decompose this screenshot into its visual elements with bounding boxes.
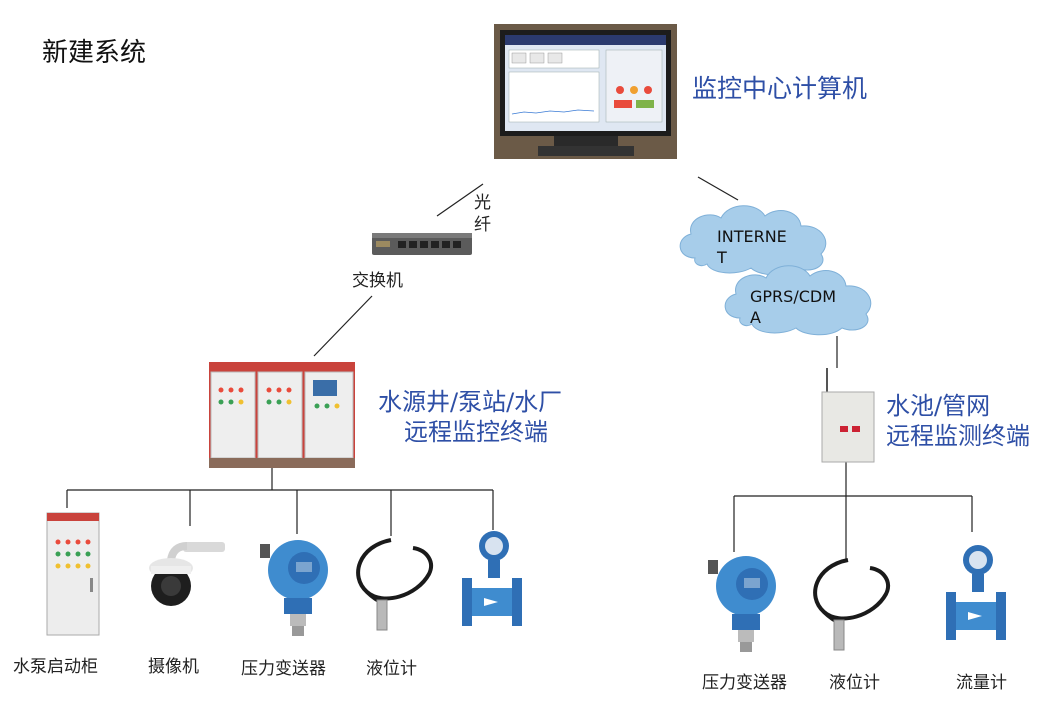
control-cabinet-icon bbox=[209, 362, 355, 468]
level-gauge-left bbox=[347, 536, 437, 634]
pool-terminal-box bbox=[820, 366, 876, 464]
pressure-transmitter-left bbox=[258, 534, 334, 640]
pressure-transmitter-icon bbox=[708, 556, 776, 652]
rtu-box-icon bbox=[821, 368, 875, 463]
internet-cloud bbox=[673, 198, 838, 276]
monitor-icon bbox=[494, 24, 677, 159]
device-label-level-right: 液位计 bbox=[829, 673, 880, 693]
device-label-pressure-left: 压力变送器 bbox=[241, 659, 326, 679]
pressure-transmitter-right bbox=[706, 550, 782, 656]
device-label-level-left: 液位计 bbox=[366, 659, 417, 679]
gprs-label: GPRS/CDM A bbox=[750, 287, 837, 327]
flow-meter-icon bbox=[462, 531, 522, 626]
switch-label: 交换机 bbox=[352, 271, 403, 291]
fiber-link-line bbox=[436, 183, 484, 217]
fiber-label: 光 纤 bbox=[474, 193, 491, 235]
monitor-computer bbox=[494, 24, 677, 159]
well-terminal-cabinets bbox=[209, 362, 355, 468]
flow-meter-icon bbox=[946, 545, 1006, 640]
network-switch bbox=[372, 229, 472, 259]
internet-label: INTERNE T bbox=[717, 227, 787, 267]
switch-terminal-line bbox=[313, 295, 373, 357]
flow-meter-left bbox=[458, 528, 526, 632]
pump-cabinet-icon bbox=[46, 512, 100, 636]
cloud-icon bbox=[724, 265, 872, 336]
pump-cabinet bbox=[46, 512, 100, 636]
device-label-pressure-right: 压力变送器 bbox=[702, 673, 787, 693]
level-gauge-icon bbox=[813, 558, 890, 651]
page-title: 新建系统 bbox=[42, 38, 147, 68]
dome-camera bbox=[143, 536, 229, 616]
monitor-center-label: 监控中心计算机 bbox=[692, 74, 868, 103]
flow-meter-right bbox=[942, 542, 1010, 646]
device-label-camera: 摄像机 bbox=[148, 657, 199, 677]
dome-camera-icon bbox=[149, 542, 225, 606]
well-terminal-label: 水源井/泵站/水厂 远程监控终端 bbox=[378, 388, 563, 446]
pool-terminal-label: 水池/管网 远程监测终端 bbox=[886, 392, 1030, 450]
device-label-pump-cabinet: 水泵启动柜 bbox=[13, 657, 98, 677]
pressure-transmitter-icon bbox=[260, 540, 328, 636]
gprs-cloud bbox=[718, 258, 884, 336]
level-gauge-right bbox=[804, 556, 894, 654]
cloud-icon bbox=[679, 205, 827, 276]
level-gauge-icon bbox=[356, 538, 433, 631]
monitor-cloud-line bbox=[697, 176, 739, 201]
switch-icon bbox=[372, 233, 472, 255]
device-label-flow-right: 流量计 bbox=[956, 673, 1007, 693]
